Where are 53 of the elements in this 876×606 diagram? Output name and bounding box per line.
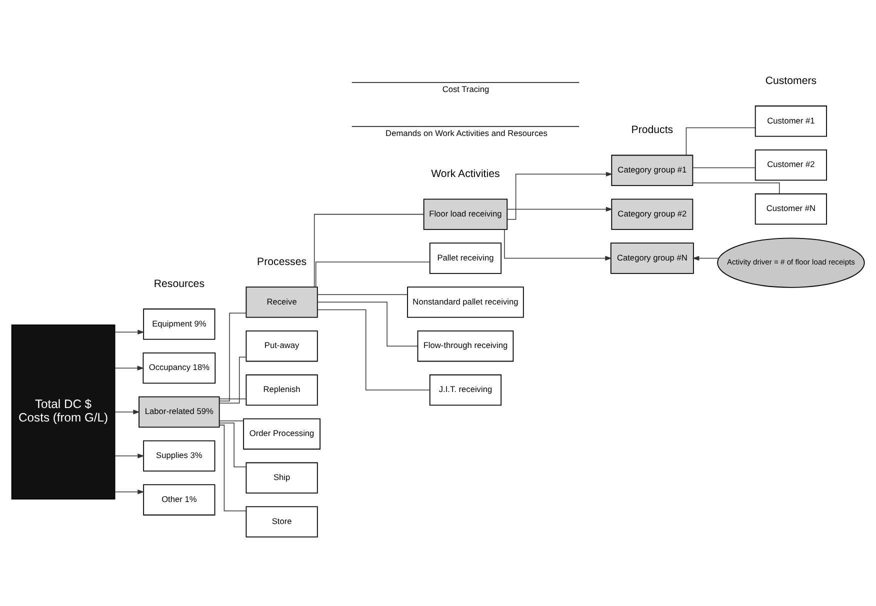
connector [686, 126, 756, 155]
node-box: Category group #1 [611, 154, 694, 186]
node-box: Total DC $ Costs (from G/L) [11, 324, 116, 500]
arrow [504, 228, 612, 260]
node-box: Equipment 9% [143, 308, 216, 340]
connector [219, 424, 246, 511]
label: Demands on Work Activities and Resources [386, 128, 548, 138]
arrow [114, 489, 144, 494]
connector [218, 312, 246, 401]
arrow [114, 453, 144, 458]
node-ellipse: Activity driver = # of floor load receipts [717, 237, 865, 288]
node-box: Occupancy 18% [142, 352, 216, 384]
node-box: Put-away [246, 330, 318, 362]
label: Work Activities [431, 167, 500, 180]
node-box: Customer #2 [754, 148, 827, 180]
connector [692, 182, 780, 194]
label: Cost Tracing [442, 84, 490, 94]
connector [218, 422, 246, 467]
node-box: Pallet receiving [429, 242, 502, 274]
arrow [506, 206, 613, 212]
node-box: Store [246, 506, 318, 537]
node-box: Nonstandard pallet receiving [407, 286, 524, 318]
connector [219, 398, 246, 399]
connector [315, 261, 430, 287]
node-box: Supplies 3% [143, 440, 216, 472]
connector [314, 213, 424, 287]
arrow [692, 255, 720, 260]
connector [219, 356, 247, 403]
node-box: Customer #1 [754, 105, 827, 136]
node-box: Replenish [246, 374, 318, 406]
node-box: Customer #N [754, 192, 827, 224]
arrow [114, 365, 144, 370]
node-box: Ship [246, 462, 318, 493]
arrow [506, 171, 613, 220]
label: Resources [154, 277, 204, 290]
connector [317, 308, 430, 390]
node-box: Flow-through receiving [417, 330, 514, 362]
node-box: Order Processing [243, 418, 320, 450]
arrow [114, 329, 144, 334]
label: Processes [257, 255, 307, 268]
connector [692, 166, 756, 168]
node-box: Category group #2 [611, 198, 694, 230]
node-box: J.I.T. receiving [429, 374, 502, 406]
node-box: Floor load receiving [423, 198, 508, 230]
label: Products [631, 124, 674, 136]
node-box: Labor-related 59% [138, 396, 220, 428]
connector [219, 420, 244, 421]
node-box: Receive [246, 286, 318, 318]
connector [317, 301, 418, 346]
arrow [114, 409, 140, 414]
node-box: Other 1% [143, 484, 216, 515]
node-box: Category group #N [610, 242, 694, 274]
label: Customers [765, 74, 817, 86]
